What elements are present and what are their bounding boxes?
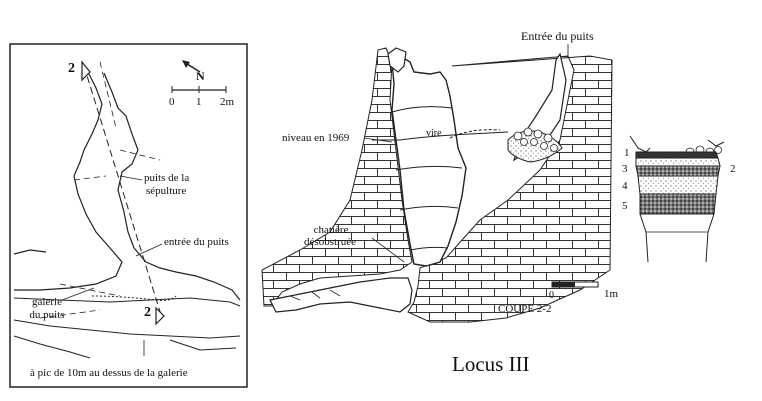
- label-entree-plan: entrée du puits: [164, 236, 229, 248]
- section-scale-tick-1: 1m: [604, 288, 619, 300]
- strata-layer-5: [639, 193, 717, 215]
- strata-layer-1: [635, 151, 719, 159]
- strata-number-5: 5: [622, 200, 628, 212]
- plan-scale-tick-1: 1: [196, 96, 202, 108]
- strata-number-4: 4: [622, 180, 628, 192]
- label-puits-line1: puits de la: [144, 172, 190, 184]
- strata-number-2: 2: [730, 163, 736, 175]
- label-galerie-line2: du puits: [29, 309, 65, 321]
- section-marker-bottom-icon: [155, 306, 165, 326]
- label-chatiere-line2: désobstruée: [304, 236, 356, 248]
- figure-title: Locus III: [452, 352, 530, 376]
- brick-wall-right: [407, 55, 613, 323]
- strata-number-1: 1: [624, 147, 630, 159]
- label-coupe: COUPE 2-2: [498, 303, 552, 315]
- strata-layer-2: [635, 157, 721, 167]
- section-scale-tick-0: 0: [549, 290, 554, 301]
- north-label: N: [196, 69, 205, 83]
- plan-scale-tick-2: 2m: [220, 96, 235, 108]
- label-galerie-line1: galerie: [32, 296, 62, 308]
- strata-number-3: 3: [622, 163, 628, 175]
- section-panel: [261, 44, 613, 323]
- plan-scale-bar: [171, 86, 227, 93]
- section-mark-top: 2: [68, 61, 75, 76]
- strata-panel: [629, 135, 725, 263]
- plan-scale-tick-0: 0: [169, 96, 175, 108]
- label-entree-section: Entrée du puits: [521, 29, 594, 43]
- label-chatiere-line1: chatière: [313, 224, 349, 236]
- plan-cave-outline: [13, 71, 241, 301]
- section-mark-bottom: 2: [144, 305, 151, 320]
- label-puits-line2: sépulture: [146, 185, 187, 197]
- section-marker-top-icon: [81, 60, 91, 82]
- strata-layer-4: [637, 175, 719, 195]
- label-a-pic: à pic de 10m au dessus de la galerie: [30, 367, 188, 379]
- section-scale-bar: [551, 281, 599, 288]
- strata-layer-3: [635, 165, 721, 177]
- brick-wall-left: [261, 47, 413, 307]
- lower-gallery: [269, 277, 413, 313]
- label-niveau: niveau en 1969: [282, 132, 350, 144]
- plan-panel: [9, 43, 248, 388]
- shaft-top-icon: [387, 47, 407, 73]
- label-vire: vire: [426, 128, 442, 139]
